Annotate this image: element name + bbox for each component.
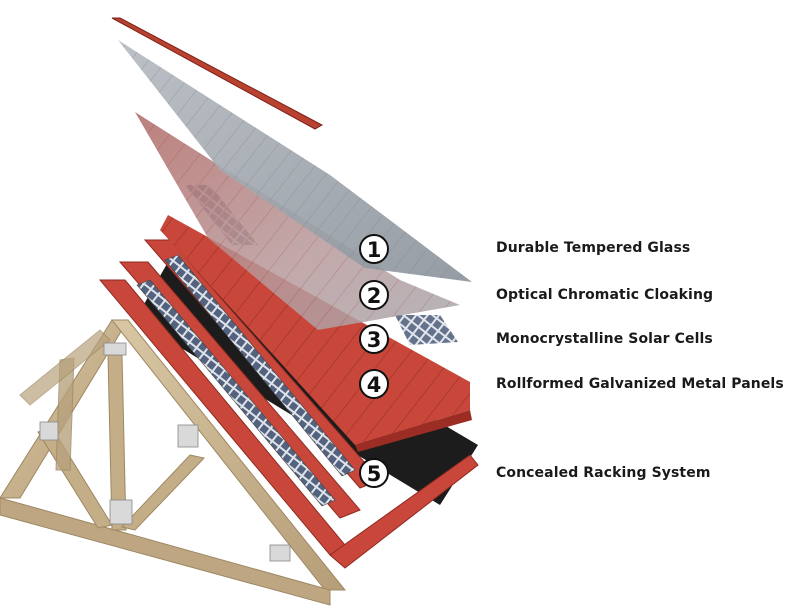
badge-number: 5 [367,462,382,486]
layer-label-racking: Concealed Racking System [496,465,711,481]
layer-label-solar-cells: Monocrystalline Solar Cells [496,331,713,347]
badge-number: 2 [367,284,382,308]
layer-badge-1: 1 [359,234,389,264]
wooden-truss [0,319,347,606]
badge-number: 4 [367,373,382,397]
ridge-cap [111,17,324,130]
badge-number: 3 [367,328,382,352]
layer-label-metal-panels: Rollformed Galvanized Metal Panels [496,376,784,392]
badge-number: 1 [367,238,382,262]
layer-badge-3: 3 [359,324,389,354]
glass-layer [118,40,472,282]
layer-label-glass: Durable Tempered Glass [496,240,691,256]
layer-label-cloaking: Optical Chromatic Cloaking [496,287,714,303]
layer-badge-4: 4 [359,369,389,399]
layer-badge-5: 5 [359,458,389,488]
layer-badge-2: 2 [359,280,389,310]
